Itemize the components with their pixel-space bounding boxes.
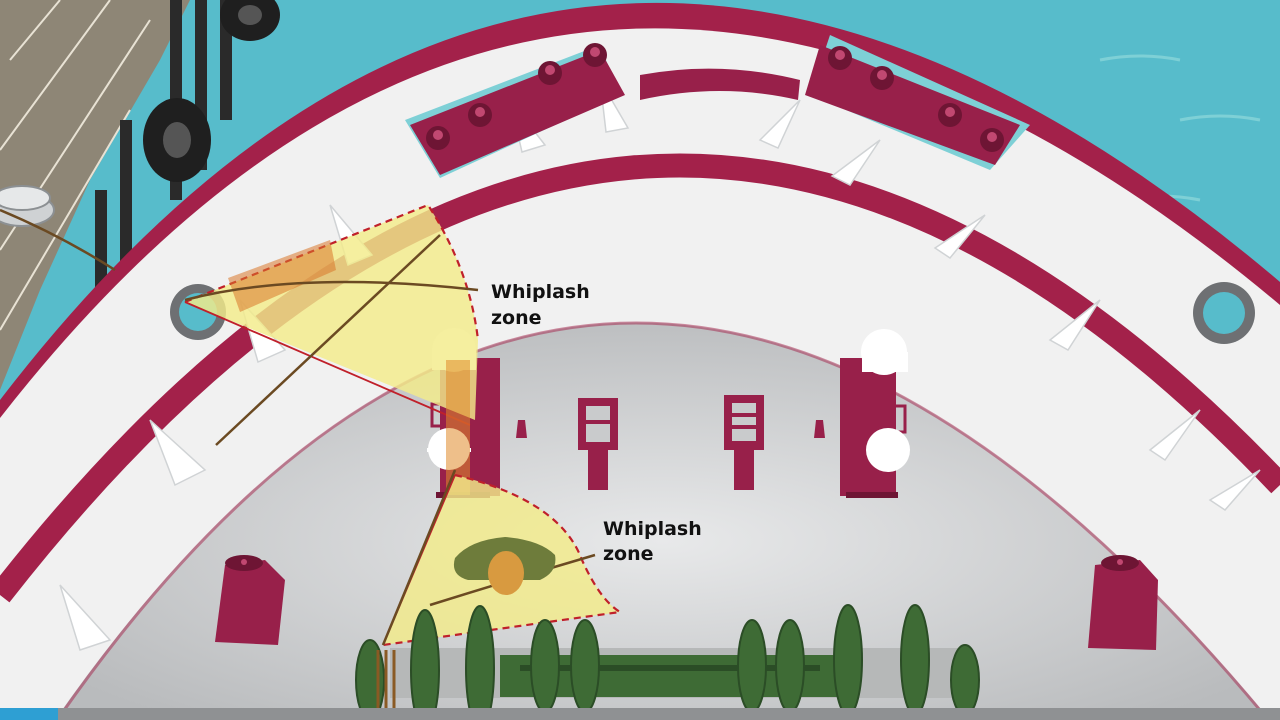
bulwark-stripe [0, 153, 1280, 603]
deck-marker [516, 420, 527, 438]
bottom-frame [0, 708, 1280, 720]
lower-zone-label-line1: Whiplash [603, 518, 702, 540]
fairlead-icon [724, 395, 764, 490]
upper-zone-label-line2: zone [491, 307, 542, 329]
upper-zone-label-line1: Whiplash [491, 281, 590, 303]
mooring-winch-icon [355, 604, 980, 720]
bow-rail-fittings [410, 43, 1020, 175]
bollard-icon [840, 358, 907, 498]
deck-marker [814, 420, 825, 438]
fender-icon [238, 5, 262, 25]
deck [55, 322, 1270, 720]
chock-icon [215, 555, 285, 645]
whiplash-zone-upper [184, 203, 480, 495]
fender-icon [163, 122, 191, 158]
pier [0, 0, 280, 390]
fairlead-icon [578, 398, 618, 490]
lower-zone-label-line2: zone [603, 543, 654, 565]
chock-icon [1088, 555, 1158, 650]
crew-member-icon [453, 537, 556, 595]
deck-edge-line [58, 321, 1267, 717]
progress-marker [0, 708, 58, 720]
